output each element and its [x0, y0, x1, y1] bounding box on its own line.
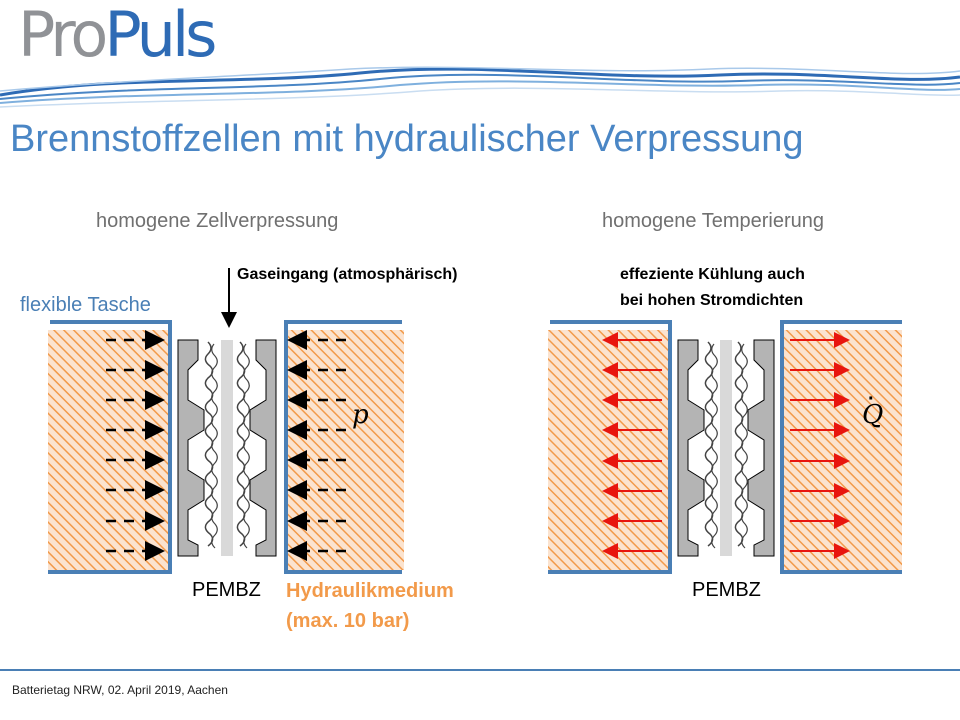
right-cooling-hatch: [784, 330, 902, 570]
header-waves: [0, 66, 960, 108]
cooling-note-line1: effeziente Kühlung auch: [620, 266, 805, 283]
right-heat-arrows: [790, 332, 850, 559]
left-cooling-hatch: [548, 330, 668, 570]
flexible-bag-label: flexible Tasche: [20, 294, 151, 316]
right-cell-label: PEMBZ: [692, 579, 761, 601]
hydraulic-medium-label: Hydraulikmedium: [286, 580, 454, 602]
cooling-note-line2: bei hohen Stromdichten: [620, 292, 804, 309]
heat-flow-dot: ·: [868, 388, 875, 410]
membrane-2: [720, 340, 732, 556]
left-bag-hatch: [48, 330, 168, 570]
footer-divider: [0, 669, 960, 671]
right-plate: [249, 339, 277, 557]
membrane: [221, 340, 233, 556]
right-cooling-diagram: [548, 320, 902, 574]
left-plate: [177, 339, 205, 557]
hydraulic-pressure-limit: (max. 10 bar): [286, 610, 410, 632]
left-cell-label: PEMBZ: [192, 579, 261, 601]
logo-text-puls: Puls: [104, 0, 217, 71]
left-pressure-arrows: [106, 330, 165, 561]
right-pressure-arrows: [287, 330, 346, 561]
right-plate-2: [747, 339, 775, 557]
right-medium-frame: [284, 320, 402, 574]
gdl-left-2: [211, 343, 218, 549]
gdl-right-b2: [741, 343, 748, 549]
gas-inlet-label: Gaseingang (atmosphärisch): [237, 266, 458, 283]
right-medium-hatch: [288, 330, 404, 570]
left-bag-frame: [48, 320, 172, 574]
left-cooling-frame: [548, 320, 672, 574]
propuls-logo: ProPuls: [18, 0, 248, 74]
left-subtitle: homogene Zellverpressung: [96, 210, 339, 232]
logo-text-pro: Pro: [18, 0, 108, 71]
left-heat-arrows: [602, 332, 662, 559]
left-compression-diagram: [48, 268, 404, 574]
slide-title: Brennstoffzellen mit hydraulischer Verpr…: [10, 118, 804, 160]
heat-flow-symbol: Q: [862, 400, 884, 430]
right-subtitle: homogene Temperierung: [602, 210, 825, 232]
gdl-left-b2: [711, 343, 718, 549]
footer-text: Batterietag NRW, 02. April 2019, Aachen: [12, 683, 228, 697]
pressure-symbol: p: [352, 400, 369, 430]
left-plate-2: [677, 339, 705, 557]
gdl-right-2: [243, 343, 250, 549]
right-cooling-frame: [780, 320, 902, 574]
